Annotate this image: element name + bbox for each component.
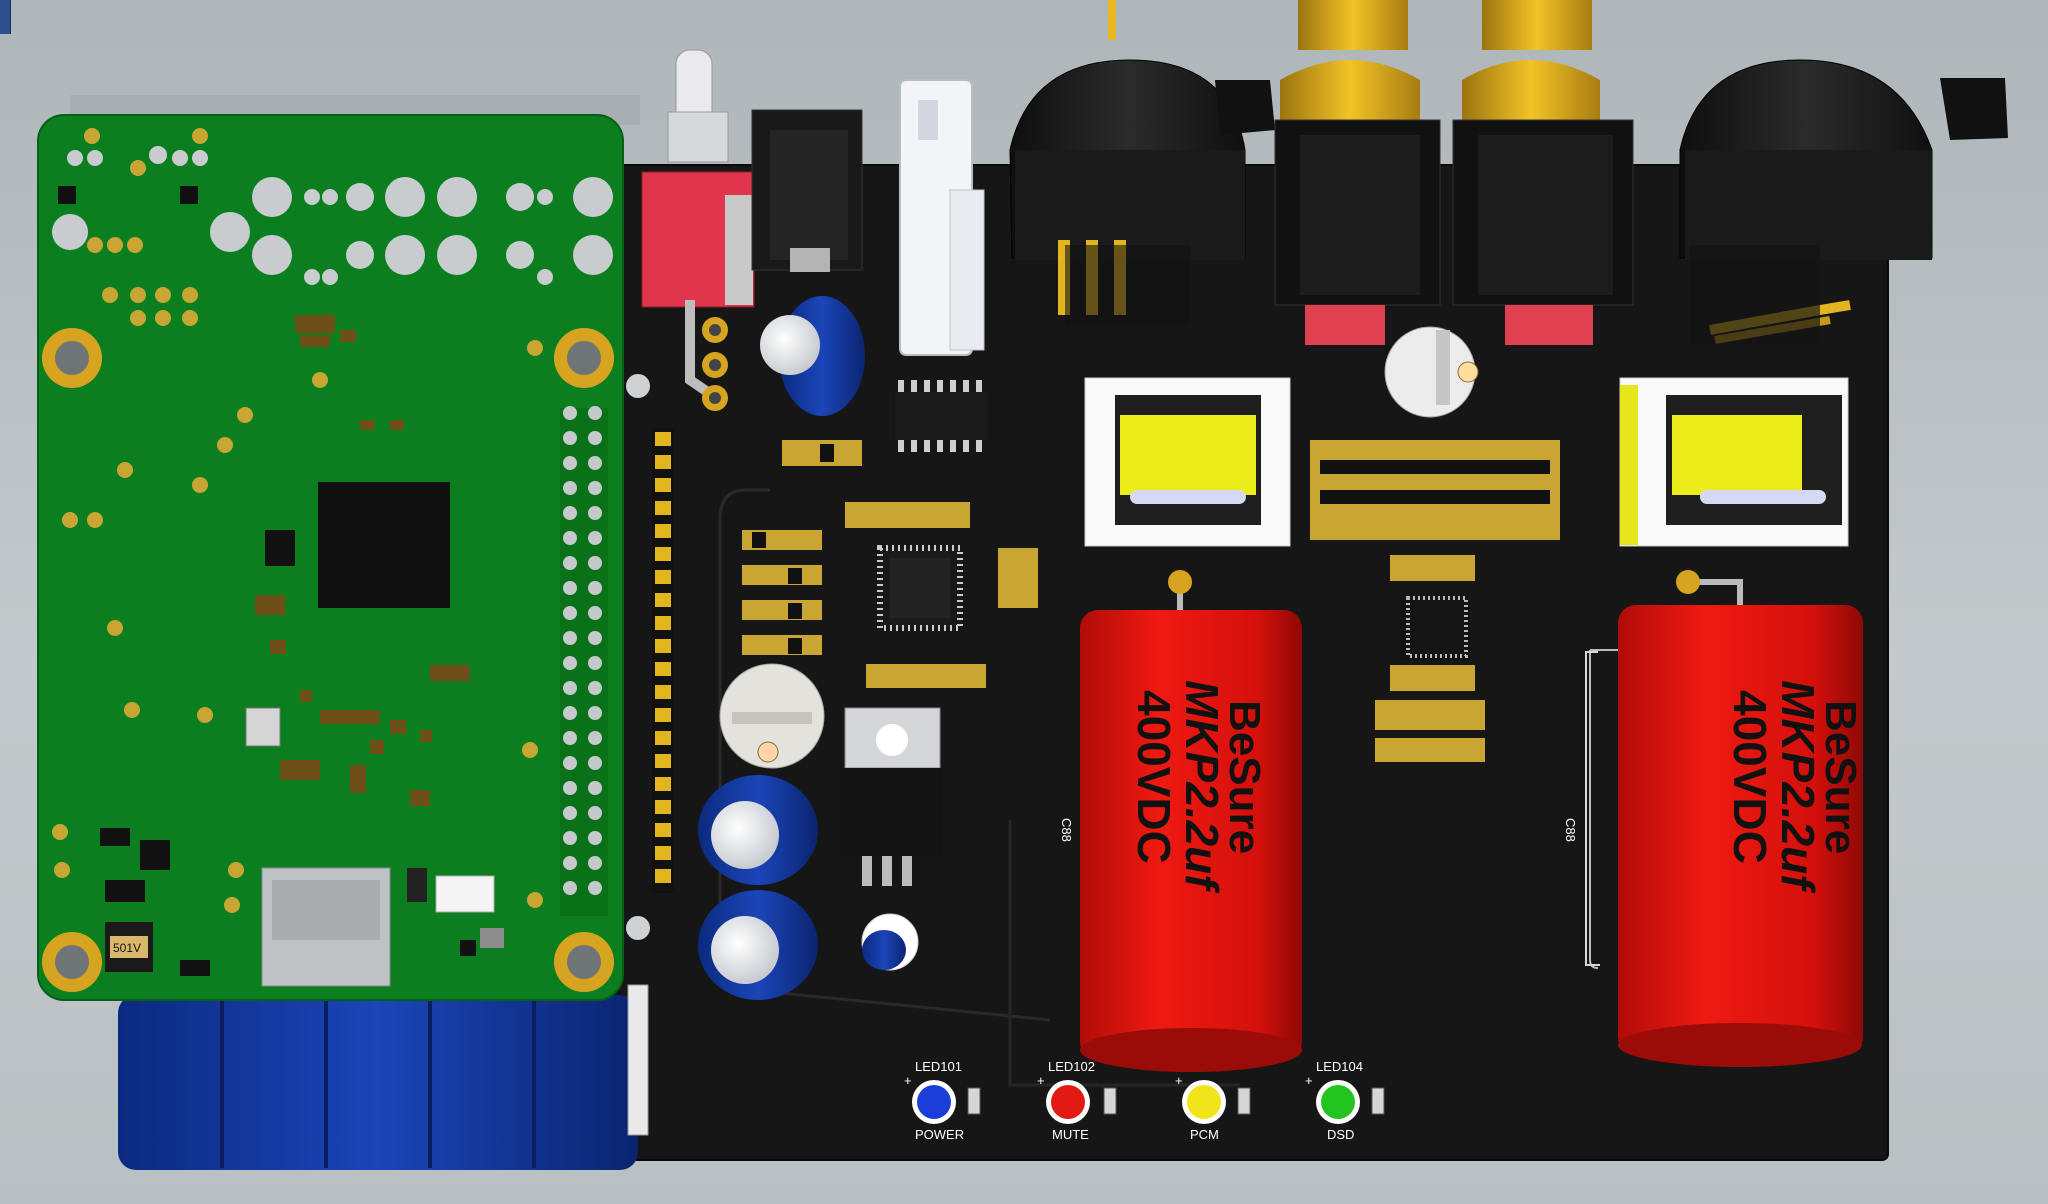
led-indicator-power: LED101 + POWER bbox=[904, 1059, 981, 1142]
header-pads bbox=[652, 428, 674, 893]
bulk-capacitor-bank bbox=[118, 984, 649, 1170]
led-refdes: LED102 bbox=[1048, 1059, 1095, 1074]
electrolytic-cap-top bbox=[760, 296, 865, 416]
capacitor-rating: 400VDC bbox=[1128, 690, 1180, 864]
capacitor-brand: BeSure bbox=[1816, 700, 1865, 854]
led-function-label: PCM bbox=[1190, 1127, 1219, 1142]
output-transformer-right bbox=[1619, 377, 1849, 547]
pi-mounting-holes bbox=[42, 328, 614, 992]
led-refdes: LED104 bbox=[1316, 1059, 1363, 1074]
capacitor-model: MKP2.2uf bbox=[1176, 680, 1228, 894]
soic-chip bbox=[895, 380, 987, 452]
led-indicator-dsd: LED104 + DSD bbox=[1305, 1059, 1385, 1142]
led-function-label: DSD bbox=[1327, 1127, 1354, 1142]
capacitor-refdes: C88 bbox=[1059, 818, 1074, 842]
xlr-connector-left bbox=[1009, 59, 1275, 325]
usb-connector bbox=[899, 79, 985, 356]
svg-text:+: + bbox=[1037, 1073, 1045, 1088]
pi-fuse-label: 501V bbox=[113, 941, 141, 955]
pi-soc-chip bbox=[318, 482, 450, 608]
mkp-capacitor-left: BeSure MKP2.2uf 400VDC C88 bbox=[1059, 570, 1302, 1072]
center-qfn-chip bbox=[1406, 596, 1468, 658]
dc-power-jack bbox=[751, 109, 863, 272]
small-white-capacitor bbox=[1384, 326, 1479, 418]
raspberry-pi-board: 501V bbox=[37, 95, 640, 1001]
svg-text:+: + bbox=[904, 1073, 912, 1088]
svg-text:+: + bbox=[1305, 1073, 1313, 1088]
led-refdes: LED101 bbox=[915, 1059, 962, 1074]
rca-jack-left bbox=[1274, 0, 1441, 345]
pi-connector-pads bbox=[52, 146, 613, 285]
led-indicator-mute: LED102 + MUTE bbox=[1037, 1059, 1117, 1142]
capacitor-rating: 400VDC bbox=[1724, 690, 1776, 864]
voltage-regulator bbox=[840, 707, 943, 886]
electrolytic-caps-left bbox=[698, 663, 919, 1000]
capacitor-model: MKP2.2uf bbox=[1772, 680, 1824, 894]
panel-tab-icon[interactable] bbox=[0, 0, 11, 34]
mkp-capacitor-right: BeSure MKP2.2uf 400VDC C88 bbox=[1563, 570, 1865, 1067]
toggle-switch bbox=[641, 49, 755, 411]
svg-text:+: + bbox=[1175, 1073, 1183, 1088]
dac-qfp-chip bbox=[877, 545, 963, 631]
capacitor-brand: BeSure bbox=[1220, 700, 1269, 854]
output-transformer-left bbox=[1084, 377, 1291, 547]
capacitor-refdes: C88 bbox=[1563, 818, 1578, 842]
rca-jack-right bbox=[1452, 0, 1634, 345]
xlr-connector-right bbox=[1679, 59, 2008, 345]
led-function-label: MUTE bbox=[1052, 1127, 1089, 1142]
led-indicator-pcm: + PCM bbox=[1175, 1073, 1251, 1142]
led-function-label: POWER bbox=[915, 1127, 964, 1142]
